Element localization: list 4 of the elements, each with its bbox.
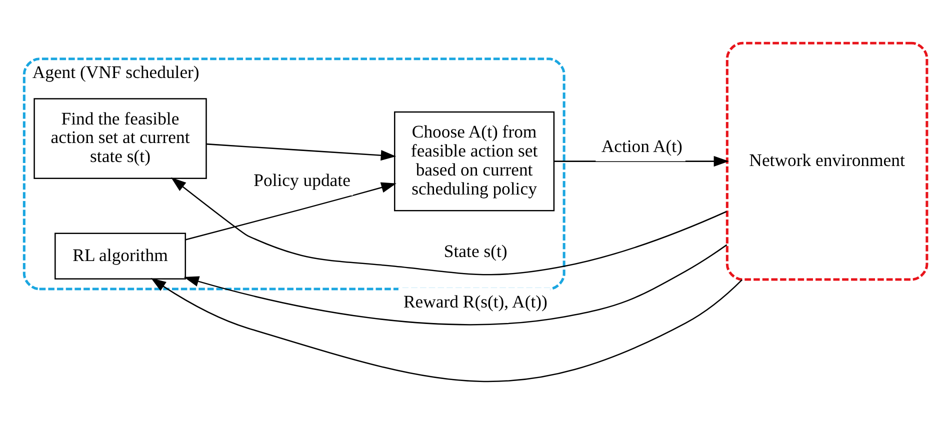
edge-label: Action A(t) xyxy=(600,136,682,156)
edge-label: Reward R(s(t), A(t)) xyxy=(402,291,547,312)
edge-label: State s(t) xyxy=(443,240,507,261)
edge-label: Policy update xyxy=(253,170,350,190)
